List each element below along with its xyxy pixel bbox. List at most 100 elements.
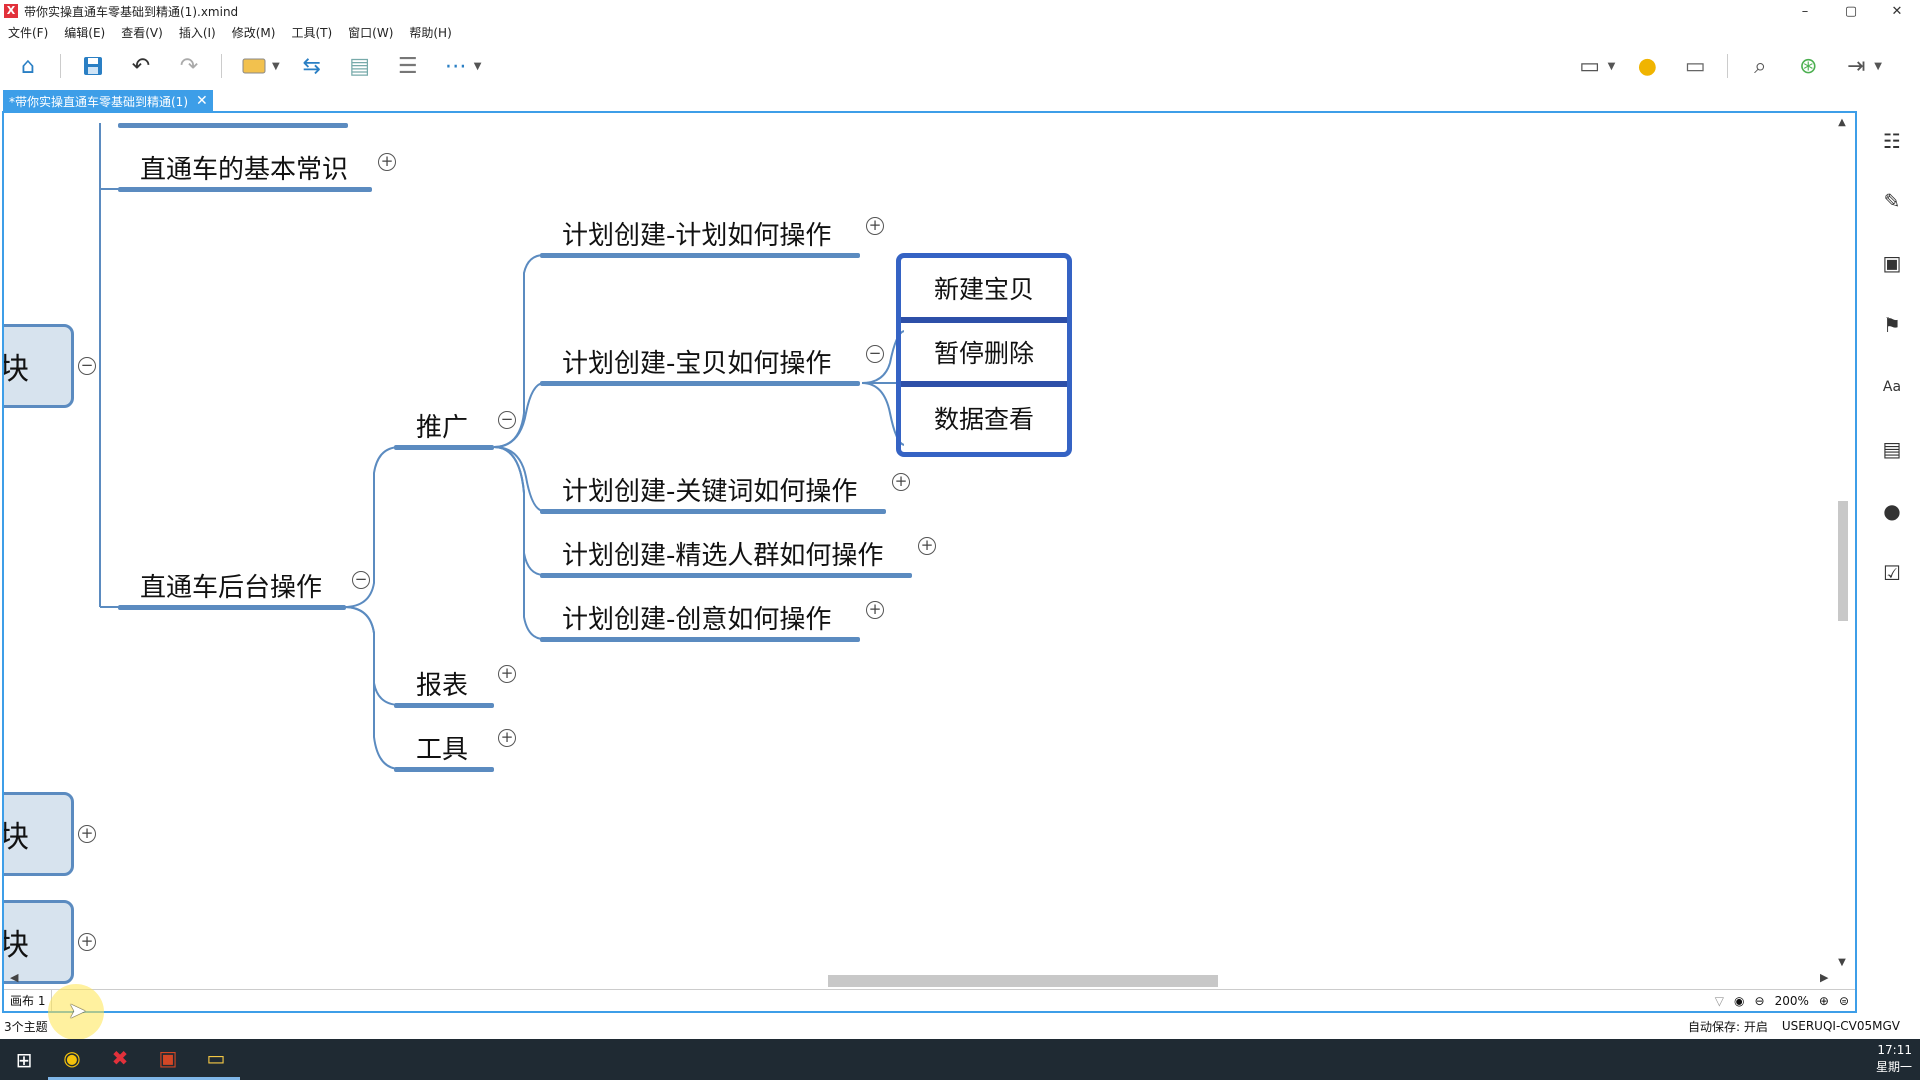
topic-basic-knowledge[interactable]: 直通车的基本常识: [140, 155, 349, 185]
zoom-in-icon[interactable]: ⊕: [1818, 994, 1829, 1008]
expand-toggle[interactable]: +: [498, 665, 516, 683]
close-icon[interactable]: ✕: [196, 93, 208, 109]
system-clock[interactable]: 17:11 星期一: [1876, 1042, 1912, 1076]
minimize-button[interactable]: –: [1801, 3, 1809, 19]
topic-tools[interactable]: 工具: [416, 735, 469, 765]
scroll-right-icon[interactable]: ▶: [1820, 971, 1829, 984]
search-icon[interactable]: ⌕: [1754, 53, 1767, 79]
side-panel: ☷ ✎ ▣ ⚑ Aa ▤ ● ☑: [1864, 112, 1920, 612]
summary-icon[interactable]: ☰: [397, 53, 418, 79]
share-icon[interactable]: ⊛: [1799, 53, 1818, 79]
tab-strip: *带你实操直通车零基础到精通(1) ✕: [0, 90, 1920, 112]
marker-flag-icon[interactable]: ⚑: [1883, 313, 1901, 337]
redo-icon[interactable]: ↷: [179, 53, 199, 79]
outline-icon[interactable]: ☷: [1883, 129, 1901, 153]
toolbar-divider: [60, 54, 61, 78]
root-topic-collapsed-2[interactable]: 块: [2, 900, 74, 984]
zoom-out-icon[interactable]: ⊖: [1754, 994, 1765, 1008]
save-icon[interactable]: [77, 50, 109, 82]
topic-promote[interactable]: 推广: [416, 413, 469, 443]
topic-icon[interactable]: [238, 50, 270, 82]
collapse-toggle[interactable]: −: [498, 411, 516, 429]
root-topic-label: 块: [2, 928, 29, 963]
expand-toggle[interactable]: +: [378, 153, 396, 171]
topic-underline: [118, 605, 346, 610]
menu-window[interactable]: 窗口(W): [348, 25, 394, 40]
chevron-down-icon[interactable]: ▼: [1874, 60, 1882, 72]
expand-toggle[interactable]: +: [866, 217, 884, 235]
menu-edit[interactable]: 编辑(E): [64, 25, 106, 40]
toolbar-divider: [221, 54, 222, 78]
image-icon[interactable]: ▣: [1882, 251, 1902, 275]
brainstorm-lightbulb-icon[interactable]: ●: [1637, 53, 1657, 79]
close-window-button[interactable]: ✕: [1891, 3, 1903, 19]
boundary-icon[interactable]: ▤: [349, 53, 371, 79]
window-title: 带你实操直通车零基础到精通(1).xmind: [24, 4, 239, 19]
file-explorer-icon[interactable]: ▭: [192, 1039, 240, 1080]
menu-modify[interactable]: 修改(M): [231, 25, 276, 40]
restore-button[interactable]: ▢: [1844, 3, 1858, 19]
partial-topic-underline: [118, 123, 348, 128]
collapse-toggle[interactable]: −: [866, 345, 884, 363]
scroll-left-icon[interactable]: ◀: [10, 971, 19, 984]
subtopic-pause-delete[interactable]: 暂停删除: [904, 327, 1064, 377]
presentation-icon[interactable]: ▭: [1579, 53, 1600, 79]
topic-plan-creative[interactable]: 计划创建-创意如何操作: [562, 605, 832, 635]
expand-toggle[interactable]: +: [498, 729, 516, 747]
collapse-toggle[interactable]: −: [352, 571, 370, 589]
relationship-icon[interactable]: ⇆: [302, 53, 321, 79]
gantt-icon[interactable]: ▭: [1684, 53, 1706, 79]
chevron-down-icon[interactable]: ▼: [473, 60, 482, 72]
topic-plan-item[interactable]: 计划创建-宝贝如何操作: [562, 349, 832, 379]
fit-icon[interactable]: ⊜: [1838, 994, 1849, 1008]
scroll-down-icon[interactable]: ▼: [1838, 957, 1846, 968]
toolbar-divider: [1727, 54, 1729, 78]
powerpoint-icon[interactable]: ▣: [144, 1039, 192, 1080]
root-topic-collapsed-1[interactable]: 块: [4, 792, 74, 876]
expand-toggle[interactable]: +: [866, 601, 884, 619]
xmind-taskbar-icon[interactable]: ✖: [96, 1039, 144, 1080]
expand-toggle[interactable]: +: [78, 933, 96, 951]
tab-document[interactable]: *带你实操直通车零基础到精通(1) ✕: [3, 90, 213, 112]
eye-icon[interactable]: ◉: [1734, 994, 1745, 1008]
vertical-scrollbar[interactable]: ▲ ▼: [1835, 117, 1849, 969]
vertical-scroll-thumb[interactable]: [1838, 501, 1848, 621]
autosave-status[interactable]: 自动保存: 开启: [1688, 1019, 1768, 1034]
menu-file[interactable]: 文件(F): [8, 25, 49, 40]
expand-toggle[interactable]: +: [78, 825, 96, 843]
notes-icon[interactable]: ▤: [1882, 437, 1902, 461]
sheet-tab[interactable]: 画布 1: [4, 989, 53, 1011]
collapse-toggle[interactable]: −: [78, 357, 96, 375]
topic-plan-crowd[interactable]: 计划创建-精选人群如何操作: [562, 541, 884, 571]
more-icon[interactable]: ⋯: [444, 53, 467, 79]
menu-help[interactable]: 帮助(H): [409, 25, 452, 40]
menu-insert[interactable]: 插入(I): [178, 25, 216, 40]
subtopic-new-item[interactable]: 新建宝贝: [904, 263, 1064, 313]
horizontal-scroll-thumb[interactable]: [828, 975, 1218, 987]
expand-toggle[interactable]: +: [892, 473, 910, 491]
windows-start-icon[interactable]: ⊞: [15, 1047, 33, 1072]
scroll-up-icon[interactable]: ▲: [1838, 117, 1846, 128]
text-style-icon[interactable]: Aa: [1882, 379, 1902, 395]
export-icon[interactable]: ⇥: [1847, 53, 1866, 79]
task-clipboard-icon[interactable]: ☑: [1883, 561, 1901, 585]
mindmap-canvas[interactable]: 块 − 块 + 块 + 直通车的基本常识 + 直通车后台操作 − 推广 − 报表…: [2, 111, 1857, 1013]
chevron-down-icon[interactable]: ▼: [272, 60, 280, 72]
home-icon[interactable]: ⌂: [21, 53, 35, 79]
topic-backend-operation[interactable]: 直通车后台操作: [140, 573, 323, 603]
root-topic-partial[interactable]: 块: [4, 324, 74, 408]
format-brush-icon[interactable]: ✎: [1883, 189, 1901, 213]
menu-view[interactable]: 查看(V): [121, 25, 163, 40]
menu-tools[interactable]: 工具(T): [291, 25, 333, 40]
subtopic-view-data[interactable]: 数据查看: [904, 391, 1064, 445]
topic-plan-keyword[interactable]: 计划创建-关键词如何操作: [562, 477, 858, 507]
horizontal-scrollbar[interactable]: ◀ ▶: [8, 971, 1838, 987]
topic-report[interactable]: 报表: [416, 671, 469, 701]
topic-plan-how[interactable]: 计划创建-计划如何操作: [562, 221, 832, 251]
chevron-down-icon[interactable]: ▼: [1607, 60, 1616, 72]
expand-toggle[interactable]: +: [918, 537, 936, 555]
filter-icon[interactable]: ▽: [1714, 994, 1725, 1008]
undo-icon[interactable]: ↶: [131, 53, 151, 79]
chrome-icon[interactable]: ◉: [48, 1039, 96, 1080]
comment-icon[interactable]: ●: [1883, 499, 1901, 523]
